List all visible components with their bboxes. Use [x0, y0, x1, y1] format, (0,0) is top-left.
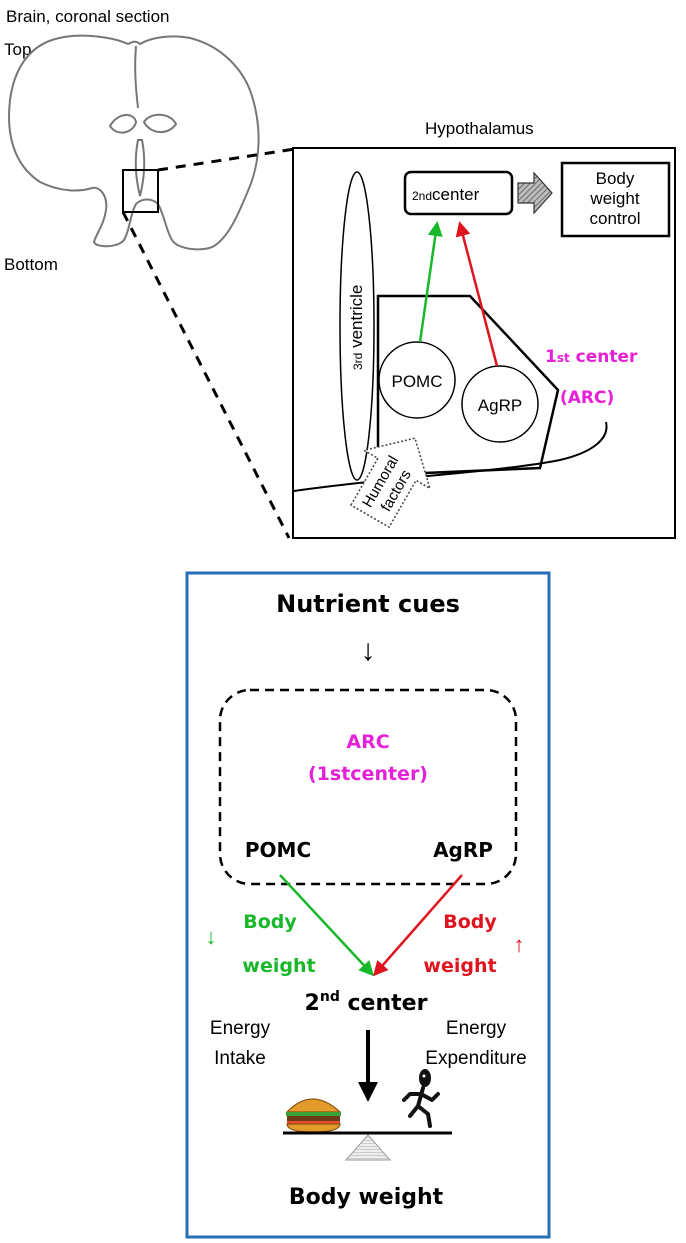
- hypothalamus-frame: [292, 147, 676, 539]
- agrp-label: AgRP: [478, 396, 522, 415]
- summary-agrp: AgRP: [433, 838, 493, 862]
- top-label: Top: [4, 40, 31, 59]
- bottom-label: Bottom: [4, 255, 58, 274]
- right-up-arrow: ↑: [514, 932, 525, 957]
- balance-fulcrum: [344, 1134, 392, 1161]
- pomc-neuron: [378, 341, 456, 419]
- third-ventricle-ellipse: [339, 171, 375, 481]
- body-weight-control-box: [560, 161, 671, 238]
- lateral-ventricle-left: [108, 114, 138, 134]
- arc-dashed-box: [218, 688, 518, 886]
- left-body-label: Body: [243, 911, 297, 933]
- right-body-label: Body: [443, 911, 497, 933]
- zoom-line-top: [157, 147, 296, 172]
- second-center-box: [403, 170, 514, 216]
- energy-expenditure-line1: Energy: [446, 1018, 507, 1039]
- bwc-line1: Body: [596, 169, 635, 188]
- nutrient-cues: Nutrient cues: [276, 590, 460, 618]
- agrp-projection-arrow: [455, 221, 499, 367]
- agrp-neuron: [461, 365, 539, 443]
- brain-title: Brain, coronal section: [6, 7, 169, 26]
- energy-expenditure-line2: Expenditure: [425, 1048, 526, 1069]
- pomc-projection-arrow: [418, 221, 443, 343]
- first-center-label: 1st center: [545, 347, 638, 367]
- hypothalamus-title: Hypothalamus: [425, 119, 534, 138]
- nutrient-down-arrow: ↓: [361, 634, 376, 667]
- brain-midline: [134, 45, 139, 109]
- lateral-ventricle-right: [142, 113, 178, 133]
- arc-region: [376, 294, 560, 477]
- hypothalamus-base-curve: [293, 421, 608, 492]
- body-weight-title: Body weight: [289, 1185, 444, 1210]
- summary-arc-label: ARC: [346, 731, 389, 753]
- left-down-arrow: ↓: [206, 924, 217, 949]
- arc-label: (ARC): [560, 388, 614, 408]
- burger-icon: [285, 1098, 342, 1133]
- runner-icon: [402, 1069, 440, 1128]
- zoom-line-bottom: [121, 211, 291, 539]
- humoral-factors-arrow: [349, 437, 432, 529]
- left-weight-label: weight: [242, 955, 315, 977]
- energy-intake-line1: Energy: [210, 1018, 271, 1039]
- hatched-arrow: [517, 171, 553, 215]
- summary-second-center: 2nd center: [305, 989, 428, 1016]
- pomc-weight-arrow: [279, 874, 375, 977]
- agrp-weight-arrow: [373, 874, 463, 977]
- brain-outline: [8, 34, 260, 251]
- second-center-label: 2ndcenter: [412, 185, 480, 204]
- summary-first-center: (1stcenter): [308, 763, 428, 785]
- bwc-line2: weight: [589, 189, 639, 208]
- summary-pomc: POMC: [245, 838, 311, 862]
- brain-section: Brain, coronal section Top Bottom: [4, 7, 260, 274]
- third-ventricle-label: 3rd ventricle: [347, 285, 366, 370]
- bwc-line3: control: [589, 209, 640, 228]
- pomc-label: POMC: [392, 372, 443, 391]
- third-ventricle-small: [134, 139, 146, 197]
- energy-intake-line2: Intake: [214, 1048, 266, 1069]
- hypothalamus-panel: Hypothalamus 2ndcenter Body weight contr…: [292, 119, 676, 539]
- summary-frame: [185, 571, 551, 1239]
- summary-panel: Nutrient cues ↓ ARC (1stcenter) POMC AgR…: [185, 571, 551, 1239]
- right-weight-label: weight: [423, 955, 496, 977]
- zoom-box: [122, 169, 159, 213]
